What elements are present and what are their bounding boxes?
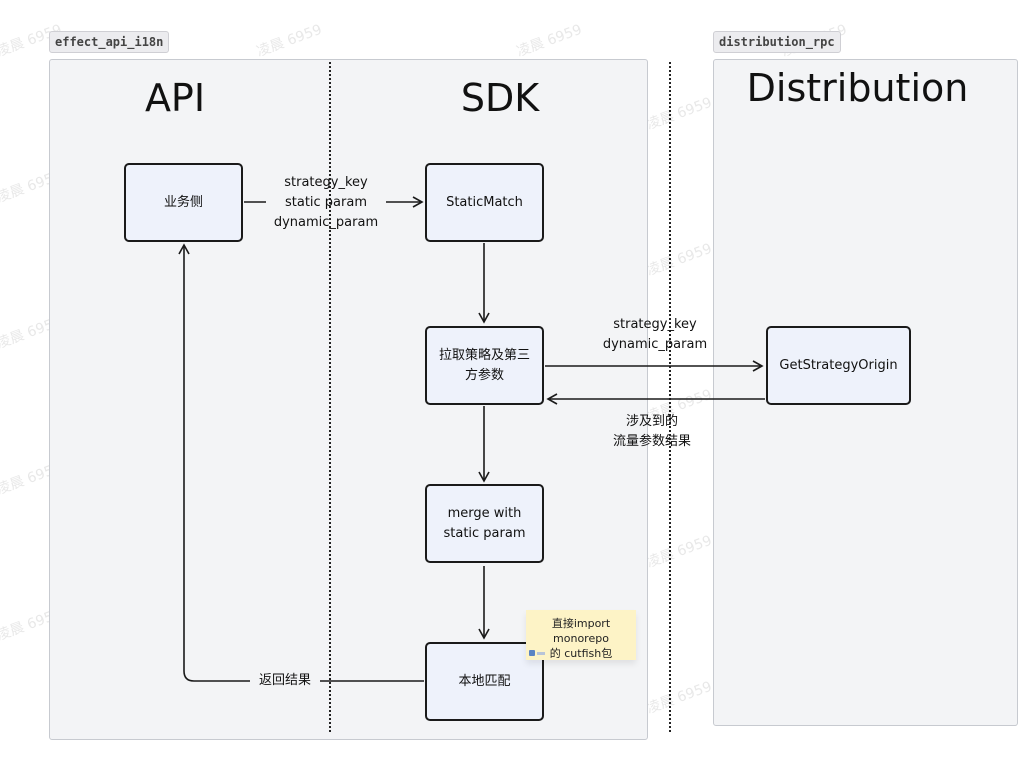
fetch-strategy-label-line2: 方参数 [464, 367, 504, 383]
module-tag-distribution-rpc[interactable]: distribution_rpc [713, 31, 841, 53]
sticky-note-line2: 的 cutfish包 [549, 647, 613, 660]
request-label-dynamic-param: dynamic_param [273, 215, 379, 230]
rpc-label-strategy-key: strategy_key [613, 317, 697, 332]
lane-divider-api-sdk [329, 62, 331, 732]
module-tag-effect-api[interactable]: effect_api_i18n [49, 31, 170, 53]
request-edge-label: strategy_key static param dynamic_param [266, 173, 386, 233]
merge-static-param-node[interactable]: merge with static param [425, 484, 544, 563]
rpc-request-edge-label: strategy_key dynamic_param [595, 315, 715, 355]
lane-divider-sdk-distribution [669, 62, 671, 732]
lane-title-api: API [144, 76, 206, 120]
static-match-label: StaticMatch [446, 194, 523, 210]
static-match-node[interactable]: StaticMatch [425, 163, 544, 242]
merge-label-line1: merge with [447, 505, 522, 521]
arrow-return-to-business [178, 243, 250, 682]
return-result-label: 返回结果 [258, 673, 311, 688]
local-match-node[interactable]: 本地匹配 [425, 642, 544, 721]
sticky-note[interactable]: 直接import monorepo 的 cutfish包 [526, 610, 636, 660]
local-match-label: 本地匹配 [458, 673, 511, 689]
get-strategy-origin-label: GetStrategyOrigin [779, 357, 898, 373]
rpc-response-line2: 流量参数结果 [612, 434, 691, 449]
sticky-note-line1: 直接import monorepo [551, 617, 611, 645]
fetch-strategy-label-line1: 拉取策略及第三 [438, 347, 530, 363]
get-strategy-origin-node[interactable]: GetStrategyOrigin [766, 326, 911, 405]
lane-title-sdk: SDK [460, 76, 540, 120]
request-label-static-param: static param [284, 195, 368, 210]
rpc-response-line1: 涉及到的 [625, 414, 678, 429]
fetch-strategy-node[interactable]: 拉取策略及第三 方参数 [425, 326, 544, 405]
lane-title-distribution: Distribution [746, 66, 969, 110]
note-author-icon [529, 650, 535, 656]
rpc-label-dynamic-param: dynamic_param [602, 337, 708, 352]
note-author-bar-icon [537, 652, 545, 655]
business-side-label: 业务侧 [163, 194, 203, 210]
rpc-response-edge-label: 涉及到的 流量参数结果 [600, 412, 704, 452]
business-side-node[interactable]: 业务侧 [124, 163, 243, 242]
merge-label-line2: static param [443, 525, 526, 541]
request-label-strategy-key: strategy_key [284, 175, 368, 190]
